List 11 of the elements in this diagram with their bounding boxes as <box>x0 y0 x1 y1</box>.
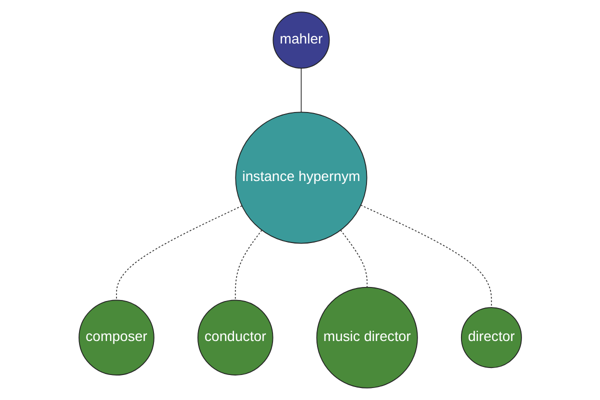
node-circle: mahler <box>272 12 330 69</box>
connector <box>300 68 302 113</box>
connector <box>340 230 368 288</box>
connector <box>234 230 262 301</box>
node-circle: composer <box>78 300 154 376</box>
node-circle: music director <box>316 286 418 388</box>
node-circle: director <box>460 307 522 368</box>
node-circle: conductor <box>197 300 274 376</box>
connector <box>116 205 242 301</box>
node-circle: instance hypernym <box>234 112 368 244</box>
connector <box>360 204 492 308</box>
